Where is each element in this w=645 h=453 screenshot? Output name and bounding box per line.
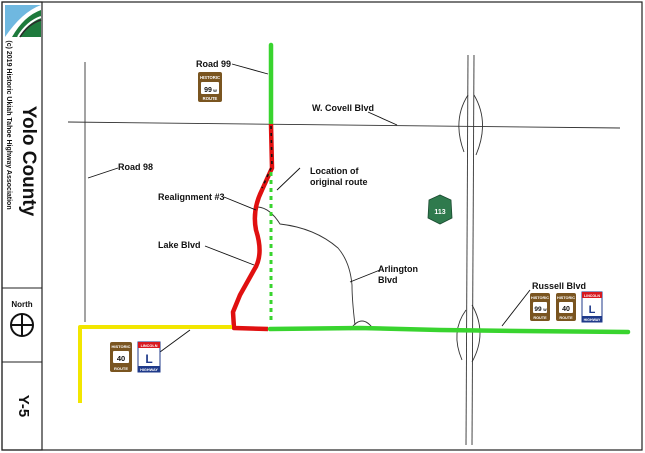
- state-route-number: 113: [434, 209, 445, 216]
- lake-blvd-label: Lake Blvd: [158, 240, 201, 250]
- copyright-text: (c) 2019 Historic Ukiah Tahoe Highway As…: [5, 40, 12, 210]
- lincoln-letter: L: [145, 352, 152, 366]
- original-route-label-1: Location of: [310, 166, 359, 176]
- shield-historic-text: HISTORIC: [200, 75, 220, 80]
- shield-route-text: ROUTE: [203, 96, 218, 101]
- arlington-blvd-label-2: Blvd: [378, 275, 398, 285]
- shield-route-number: 40: [562, 306, 570, 313]
- realignment-label: Realignment #3: [158, 192, 225, 202]
- shield-historic-text: HISTORIC: [557, 296, 575, 300]
- roads: [67, 54, 631, 446]
- road-98-label: Road 98: [118, 162, 154, 172]
- russell-blvd-label: Russell Blvd: [532, 281, 587, 291]
- lincoln-top-text: LINCOLN: [141, 344, 158, 348]
- route-red-realignment: [230, 123, 275, 332]
- road-99-label: Road 99: [196, 59, 232, 69]
- lincoln-highway-shield-icon: [137, 341, 161, 373]
- lincoln-top-text: LINCOLN: [584, 294, 600, 298]
- association-logo: [5, 5, 42, 38]
- sheet-id: Y-5: [15, 394, 32, 418]
- historic-route-99-shield-icon: [530, 293, 550, 321]
- sidebar-frame: [1, 1, 43, 451]
- shield-route-text: ROUTE: [533, 316, 547, 320]
- north-label: North: [11, 300, 33, 309]
- shield-route-text: ROUTE: [559, 316, 573, 320]
- shield-route-text: ROUTE: [114, 366, 128, 371]
- hwy-113-line: [465, 54, 469, 446]
- lincoln-highway-shield-icon: [581, 291, 603, 323]
- shield-route-number: 99: [204, 87, 212, 94]
- lincoln-bottom-text: HIGHWAY: [584, 318, 601, 322]
- shield-route-number: 99: [534, 306, 542, 313]
- shield-historic-text: HISTORIC: [111, 344, 130, 349]
- route-yellow-west: [78, 325, 232, 403]
- historic-route-40-shield-icon: [110, 342, 132, 372]
- historic-route-40-shield-icon: [556, 293, 576, 321]
- shield-route-number: 40: [117, 354, 125, 363]
- w-covell-blvd-label: W. Covell Blvd: [312, 103, 375, 113]
- historic-route-99-shield-icon: [198, 72, 222, 102]
- north-compass-icon: [10, 313, 34, 337]
- state-route-113-shield-icon: [427, 194, 453, 225]
- county-title: Yolo County: [18, 105, 39, 217]
- arlington-blvd-line: [257, 206, 356, 326]
- arlington-blvd-label-1: Arlington: [378, 264, 418, 274]
- shield-historic-text: HISTORIC: [531, 296, 549, 300]
- w-covell-blvd-line: [67, 121, 621, 129]
- lincoln-bottom-text: HIGHWAY: [140, 368, 158, 372]
- shield-route-suffix: W: [213, 88, 217, 93]
- route-green-russell: [267, 325, 631, 335]
- hwy-113-line: [471, 54, 475, 446]
- lincoln-letter: L: [589, 304, 596, 316]
- original-route-label-2: original route: [310, 177, 368, 187]
- leader-lines: [87, 63, 531, 353]
- shield-route-suffix: W: [543, 308, 547, 312]
